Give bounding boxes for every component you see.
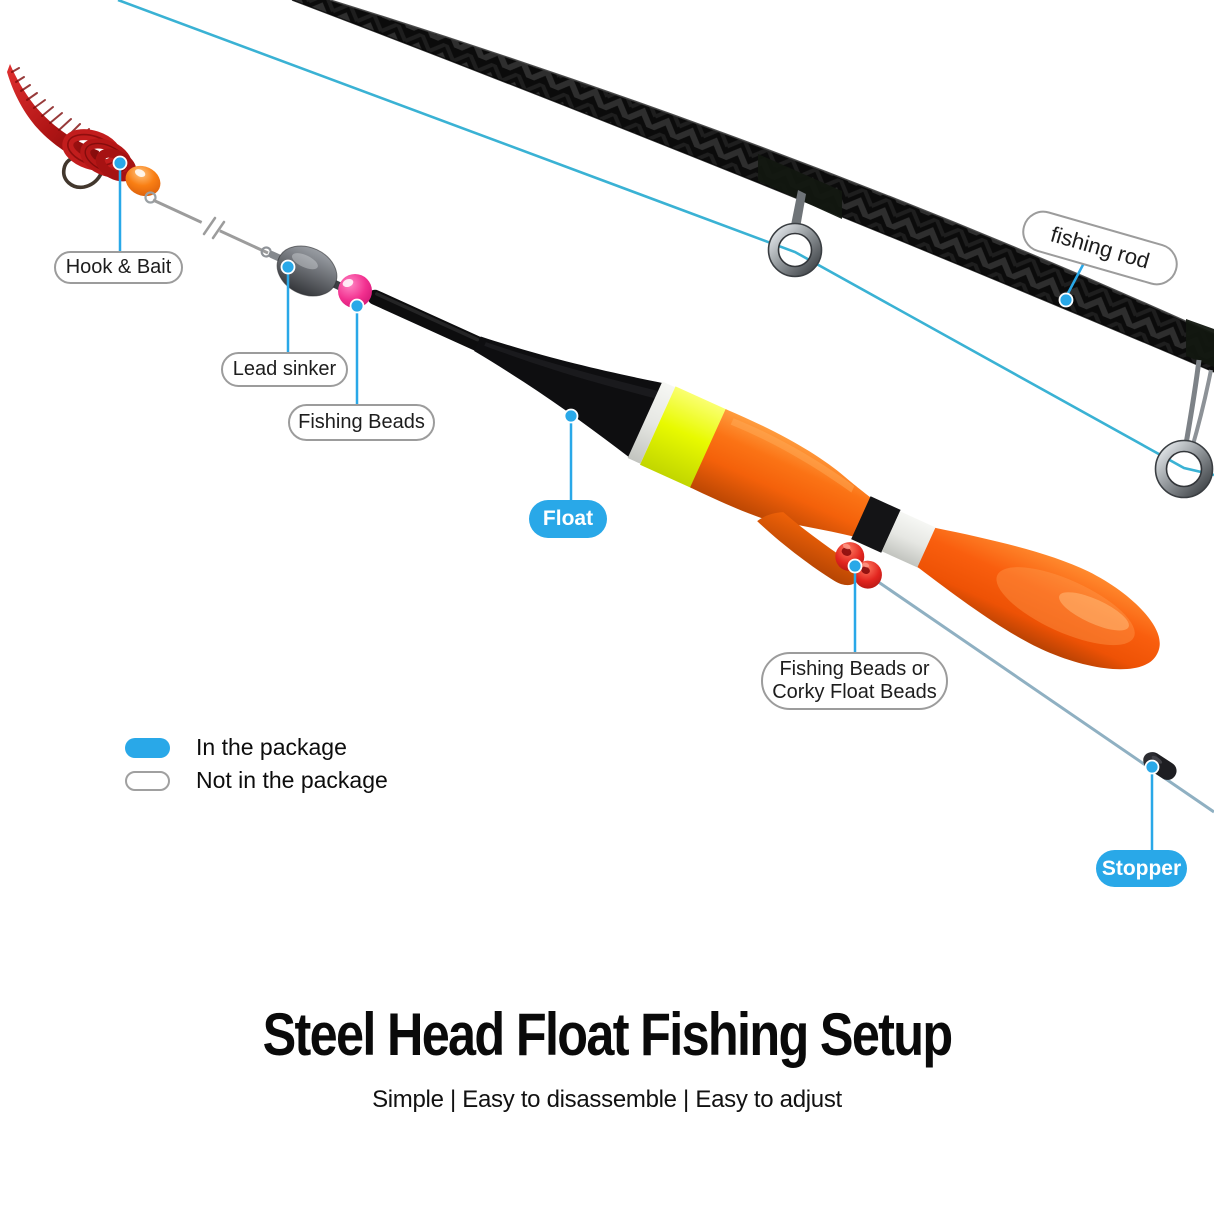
annotation-dots bbox=[112, 155, 1160, 775]
rod-guide-icon bbox=[767, 190, 823, 278]
guide-wrap bbox=[1186, 319, 1214, 367]
label-lead-sinker: Lead sinker bbox=[221, 352, 348, 387]
page-title: Steel Head Float Fishing Setup bbox=[0, 1001, 1214, 1068]
legend-not-in-package: Not in the package bbox=[196, 767, 388, 793]
fishing-rod-graphic bbox=[291, 0, 1214, 373]
label-corky-float-beads: Fishing Beads or Corky Float Beads bbox=[761, 652, 948, 710]
page-subtitle: Simple | Easy to disassemble | Easy to a… bbox=[372, 1086, 842, 1113]
label-corky-line1: Fishing Beads or bbox=[779, 657, 930, 680]
lead-sinker-graphic bbox=[260, 245, 348, 297]
page-title-text: Steel Head Float Fishing Setup bbox=[262, 1001, 954, 1068]
hook-bead-graphic bbox=[125, 165, 161, 197]
pink-bead-graphic bbox=[338, 274, 372, 308]
float-graphic bbox=[367, 289, 1160, 670]
leader-line-graphic bbox=[152, 198, 269, 255]
rod-guide-icon bbox=[1154, 359, 1214, 499]
label-hook-bait: Hook & Bait bbox=[54, 251, 183, 284]
guide-wrap bbox=[758, 154, 842, 219]
label-float: Float bbox=[529, 500, 607, 538]
not-in-package-swatch-icon bbox=[125, 771, 170, 791]
fishing-line bbox=[117, 0, 1214, 477]
label-fishing-beads: Fishing Beads bbox=[288, 404, 435, 441]
label-corky-line2: Corky Float Beads bbox=[772, 681, 937, 703]
hook-eye-loop-icon bbox=[144, 191, 157, 204]
in-package-swatch-icon bbox=[125, 738, 170, 758]
worm-bait-graphic bbox=[7, 64, 137, 190]
annotation-leaders bbox=[118, 169, 1154, 850]
legend-in-package: In the package bbox=[196, 734, 347, 760]
label-stopper: Stopper bbox=[1096, 850, 1187, 887]
